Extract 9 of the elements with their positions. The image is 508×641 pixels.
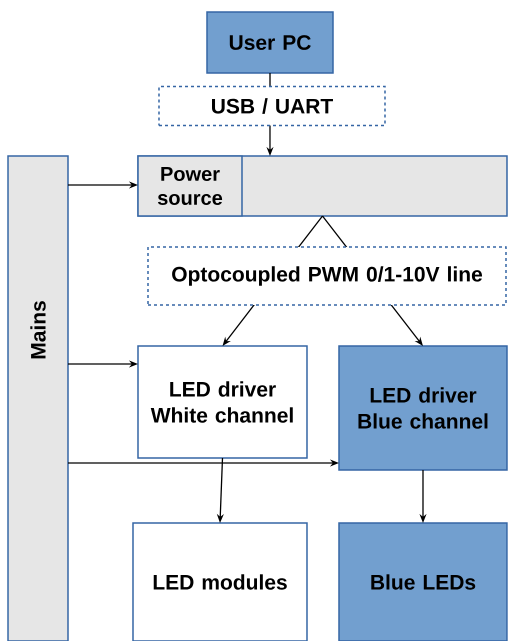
process-box: LED modules <box>132 522 308 641</box>
power-bar: Mains <box>7 155 69 641</box>
process-box: Blue LEDs <box>338 522 508 641</box>
process-box: LED driver Blue channel <box>338 345 508 471</box>
process-box: User PC <box>206 11 334 74</box>
process-box: LED driver White channel <box>137 345 308 459</box>
edge-label: USB / UART <box>158 86 386 126</box>
edge-label: Optocoupled PWM 0/1-10V line <box>147 246 507 306</box>
process-box: Power source <box>137 155 243 217</box>
